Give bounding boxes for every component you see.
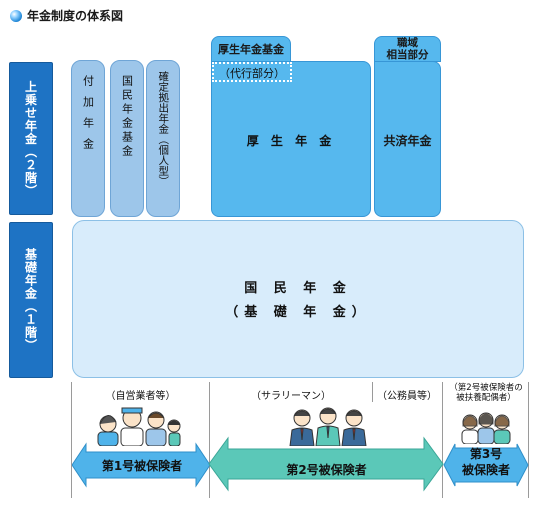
group-jieigyo: （自営業者等）	[105, 391, 176, 402]
divider-left	[71, 382, 72, 498]
pill-kokumin-nenkin-kikin: 国民年金基金	[110, 60, 144, 217]
shokuiki-line1: 職域	[397, 37, 418, 49]
kiso-line1: 国 民 年 金	[244, 281, 352, 296]
pill-fuka-nenkin: 付加年金	[71, 60, 105, 217]
group-salaryman: （サラリーマン）	[251, 391, 331, 402]
kiso-nenkin-box: 国 民 年 金 （基 礎 年 金）	[72, 220, 524, 378]
diagram-title-text: 年金制度の体系図	[27, 9, 124, 23]
kyosai-nenkin-box: 共済年金	[374, 61, 441, 217]
group-dai3-line2: 被扶養配偶者）	[456, 393, 516, 403]
group-koumuin: （公務員等）	[377, 391, 437, 402]
kakutei-label: 確定拠出年金（個人型）	[157, 71, 170, 187]
spouses-icon	[461, 412, 511, 444]
label-dai3-line1: 第3号	[469, 447, 503, 461]
globe-icon	[10, 9, 22, 22]
arrow-dai2	[208, 436, 444, 492]
kousei-kikin-title: 厚生年金基金	[218, 43, 284, 56]
daikou-bubun-region	[212, 62, 292, 82]
fuka-label: 付加年金	[81, 75, 95, 159]
divider-3	[442, 382, 443, 498]
kyosai-nenkin-label: 共済年金	[383, 134, 432, 148]
self-employed-people-icon	[97, 407, 181, 446]
diagram-title: 年金制度の体系図	[10, 7, 123, 24]
sidebar-lower-label: 基礎年金（１階）	[23, 248, 38, 352]
kousei-nenkin-label: 厚 生 年 金	[246, 134, 336, 148]
shokuiki-line2: 相当部分	[386, 49, 429, 61]
kousei-nenkin-box: （代行部分） 厚 生 年 金	[211, 61, 371, 217]
daikou-label: （代行部分）	[219, 67, 285, 80]
divider-1	[209, 382, 210, 498]
sidebar-upper-label: 上乗せ年金（２階）	[23, 80, 38, 197]
kousei-kikin-tab: 厚生年金基金	[211, 36, 291, 62]
group-dai3-line1: （第2号被保険者の	[449, 383, 523, 393]
divider-right	[528, 382, 529, 498]
label-dai2: 第2号被保険者	[286, 463, 367, 477]
label-dai1: 第1号被保険者	[101, 459, 183, 473]
pill-kakutei-kyoshutsu: 確定拠出年金（個人型）	[146, 60, 180, 217]
kokumin-kikin-label: 国民年金基金	[120, 75, 134, 159]
divider-2	[372, 382, 373, 402]
shokuiki-tab: 職域 相当部分	[374, 36, 441, 62]
arrow-dai3	[443, 443, 529, 487]
sidebar-upper-pension: 上乗せ年金（２階）	[9, 62, 53, 215]
group-dai3: （第2号被保険者の 被扶養配偶者）	[443, 383, 529, 403]
label-dai3-line2: 被保険者	[461, 463, 510, 477]
sidebar-basic-pension: 基礎年金（１階）	[9, 222, 53, 378]
office-workers-icon	[289, 407, 367, 446]
kiso-line2: （基 礎 年 金）	[225, 305, 371, 320]
label-dai3: 第3号 被保険者	[443, 446, 529, 478]
